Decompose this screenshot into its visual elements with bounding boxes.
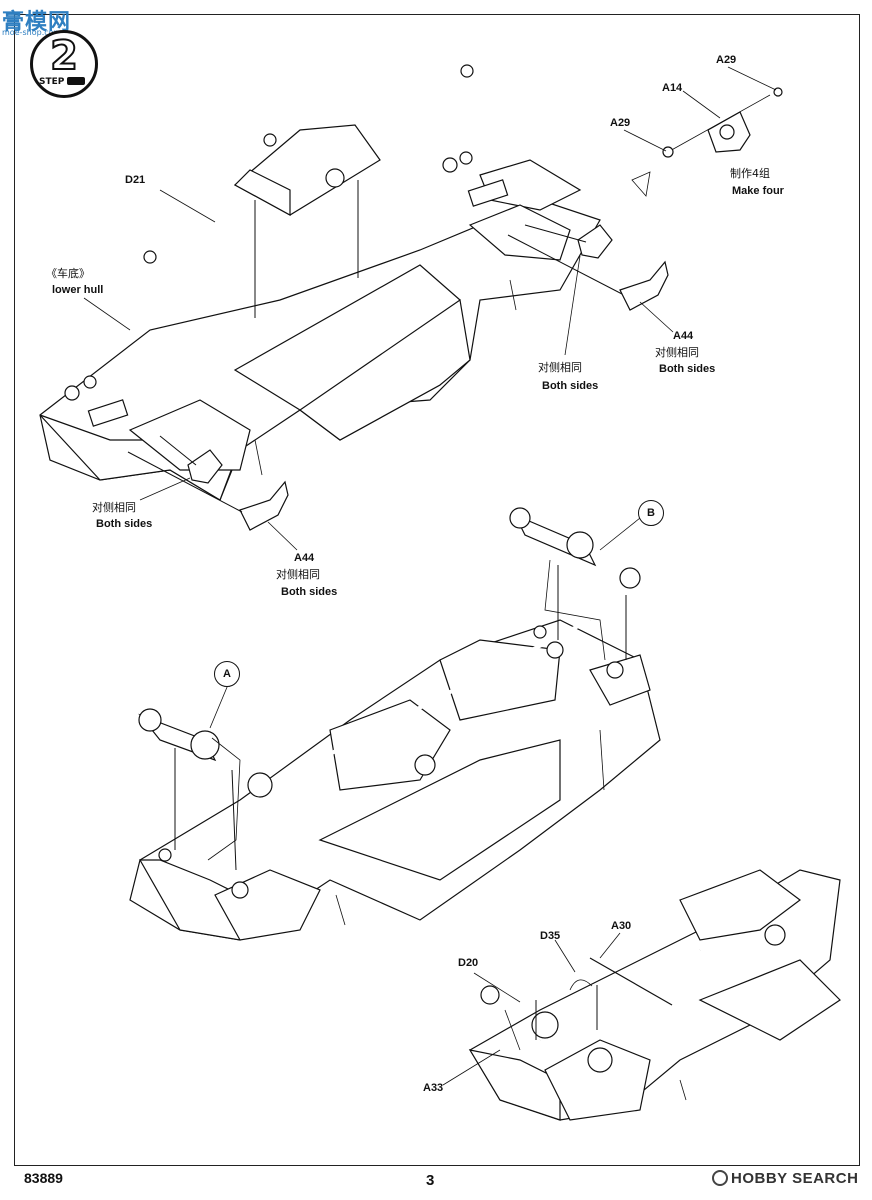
- label-lower-hull-en: lower hull: [52, 284, 104, 296]
- label-a33: A33: [423, 1082, 444, 1094]
- brand-watermark: HOBBY SEARCH: [712, 1170, 858, 1187]
- product-code: 83889: [24, 1170, 63, 1186]
- label-a29-top: A29: [716, 54, 737, 66]
- lower-hull-bottom: [468, 869, 841, 1121]
- label-a30: A30: [611, 920, 632, 932]
- tank-icon: [67, 77, 85, 85]
- watermark-url: moe-shop.com: [2, 28, 62, 37]
- label-d21: D21: [125, 174, 146, 186]
- label-d35: D35: [540, 930, 561, 942]
- label-both-sides-mid-en: Both sides: [542, 380, 599, 392]
- hobby-search-logo-icon: [712, 1170, 728, 1186]
- brand-text: HOBBY SEARCH: [731, 1170, 859, 1187]
- label-a44-right-en: Both sides: [659, 363, 716, 375]
- label-a14: A14: [662, 82, 683, 94]
- label-a44-left-cn: 对侧相同: [276, 568, 320, 581]
- step-number: 2: [49, 32, 79, 80]
- label-both-sides-mid-cn: 对侧相同: [538, 361, 582, 374]
- callout-tag-a: A: [214, 661, 240, 687]
- final-drive-a: [138, 679, 241, 871]
- a44-right-bracket: [507, 224, 669, 311]
- label-a44-right: A44: [673, 330, 694, 342]
- callout-tag-b: B: [638, 500, 664, 526]
- label-a44-left: A44: [294, 552, 315, 564]
- step-badge: 2 STEP: [30, 30, 98, 98]
- label-a29-left: A29: [610, 117, 631, 129]
- page-number: 3: [426, 1172, 435, 1189]
- label-make-four-en: Make four: [732, 185, 784, 197]
- step-word: STEP: [39, 77, 65, 87]
- a14-bracket-subassembly: [631, 87, 783, 197]
- lower-hull-middle: [129, 618, 661, 941]
- d21-shaft: [143, 64, 474, 318]
- final-drive-b: [509, 507, 641, 661]
- label-both-sides-left-cn: 对侧相同: [92, 501, 136, 514]
- label-make-four-cn: 制作4组: [730, 167, 770, 180]
- label-both-sides-left-en: Both sides: [96, 518, 153, 530]
- label-a44-right-cn: 对侧相同: [655, 346, 699, 359]
- a44-left-bracket: [127, 435, 289, 531]
- label-d20: D20: [458, 957, 479, 969]
- label-a44-left-en: Both sides: [281, 586, 338, 598]
- page-frame: [14, 14, 860, 1166]
- label-lower-hull-cn: 《车底》: [46, 267, 90, 280]
